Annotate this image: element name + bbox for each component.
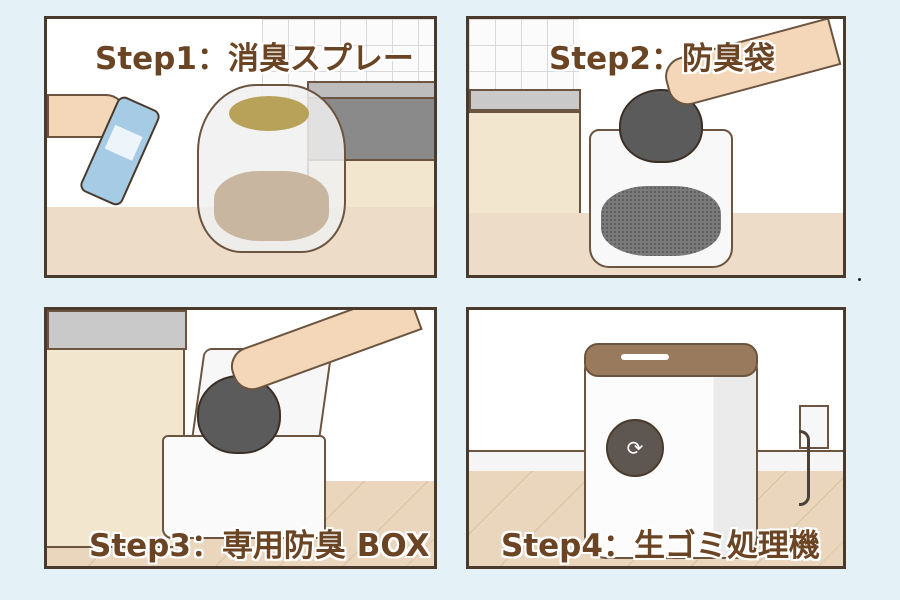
separator: ： [196,41,228,77]
caption-step2: Step2：防臭袋 [549,33,775,78]
step-number: Step1 [95,41,197,77]
panel-step2: Step2：防臭袋 [466,16,846,278]
cabinet [469,111,581,221]
power-cord [799,430,810,506]
stray-dot [858,278,861,281]
bag-contents [601,186,721,256]
spray-can-label [104,124,143,161]
sink-counter [47,310,187,350]
caption-step3: Step3：専用防臭 BOX [89,520,430,565]
step-number: Step3 [89,528,191,564]
food-waste-processor: ⟳ [584,343,758,559]
wall-outlet [799,405,829,449]
tied-dark-bag [197,375,281,454]
step-number: Step2 [549,41,651,77]
processor-lid [584,343,758,377]
panel-step4: ⟳ Step4：生ゴミ処理機 [466,307,846,569]
step-label: 生ゴミ処理機 [633,528,820,564]
separator: ： [602,528,634,564]
sink-counter [469,89,581,111]
caption-step1: Step1：消臭スプレー [95,33,414,78]
step-number: Step4 [501,528,603,564]
step-label: 消臭スプレー [227,41,414,77]
separator: ： [190,528,222,564]
panel-step3: Step3：専用防臭 BOX [44,307,437,569]
caption-step4: Step4：生ゴミ処理機 [501,520,820,565]
food-waste-contents [214,171,329,241]
food-waste-top [229,96,309,131]
panel-step1: Step1：消臭スプレー [44,16,437,278]
plastic-bag [197,84,346,253]
rotate-icon: ⟳ [606,419,664,477]
step-label: 防臭袋 [681,41,775,77]
tied-dark-bag [619,89,703,163]
wall-tiles [469,19,579,94]
lid-handle [621,354,669,360]
step-label: 専用防臭 BOX [221,528,430,564]
drawstring-bag [589,129,733,268]
separator: ： [650,41,682,77]
